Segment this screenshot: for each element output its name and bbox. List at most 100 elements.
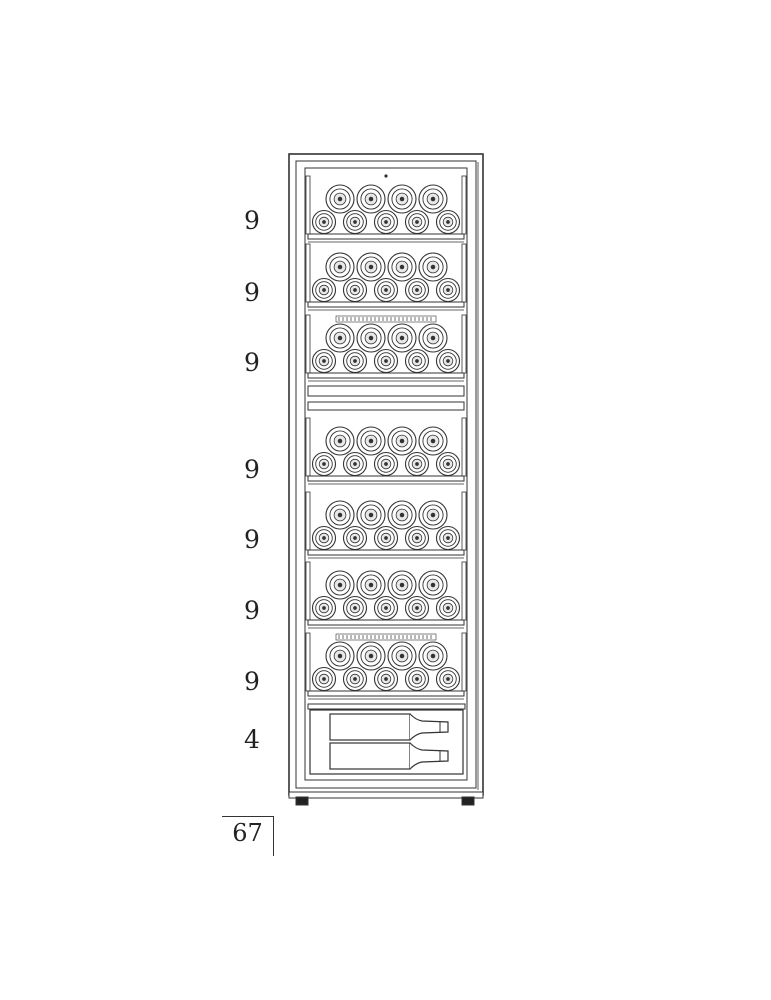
bottle-shoulder-neck: [409, 742, 449, 770]
bottle-body: [329, 713, 411, 741]
bottle-cork: [446, 606, 450, 610]
bottle-end: [418, 252, 448, 282]
bottle-cork: [337, 512, 343, 518]
bottle-cork: [430, 264, 436, 270]
bottle-cork: [368, 653, 374, 659]
bottle-end: [404, 348, 430, 374]
total-capacity-box: 67: [222, 816, 274, 856]
bottle-cork: [353, 677, 357, 681]
bottle-cork: [415, 677, 419, 681]
bottle-end: [435, 525, 461, 551]
bottle-cork: [322, 606, 326, 610]
bottle-end: [418, 184, 448, 214]
bottle-end: [356, 252, 386, 282]
shelf-bracket-right: [461, 417, 467, 477]
shelf-section: [305, 314, 467, 382]
bottle-cork: [430, 438, 436, 444]
bottle-shoulder-neck: [409, 713, 449, 741]
cabinet-door-frame: [295, 160, 477, 789]
shelf-bracket-left: [305, 243, 311, 303]
bottle-cork: [337, 264, 343, 270]
bottle-end: [373, 525, 399, 551]
bottle-cork: [353, 359, 357, 363]
bottle-end: [311, 348, 337, 374]
bottle-end: [342, 277, 368, 303]
bottle-end: [311, 277, 337, 303]
bottle-cork: [399, 653, 405, 659]
bottle-cork: [353, 288, 357, 292]
bottle-cork: [446, 359, 450, 363]
shelf-bracket-left: [305, 491, 311, 551]
bottle-end: [387, 184, 417, 214]
shelf-rail: [307, 233, 465, 240]
shelf-bracket-right: [461, 314, 467, 374]
bottle-end: [325, 184, 355, 214]
bottle-end: [373, 451, 399, 477]
bottle-end: [418, 323, 448, 353]
bottle-cork: [430, 582, 436, 588]
bottle-cork: [399, 335, 405, 341]
bottle-end: [435, 209, 461, 235]
bottle-cork: [415, 462, 419, 466]
bottle-end: [356, 323, 386, 353]
bottle-cork: [415, 359, 419, 363]
bottle-end: [435, 277, 461, 303]
zone-divider-lower: [307, 401, 465, 411]
bottle-cork: [399, 438, 405, 444]
bottle-end: [387, 323, 417, 353]
bottle-end: [373, 595, 399, 621]
bottom-drawer-rail: [307, 703, 466, 710]
bottle-cork: [384, 536, 388, 540]
bottle-end: [404, 525, 430, 551]
bottle-cork: [353, 220, 357, 224]
shelf-rail: [307, 475, 465, 482]
bottle-end: [373, 348, 399, 374]
bottle-cork: [399, 196, 405, 202]
bottle-cork: [415, 288, 419, 292]
bottle-end: [387, 641, 417, 671]
bottle-end: [311, 595, 337, 621]
bottle-cork: [384, 677, 388, 681]
shelf-count-label: 9: [244, 348, 260, 377]
bottle-end: [435, 348, 461, 374]
bottle-end: [311, 666, 337, 692]
cabinet-base: [288, 791, 484, 799]
shelf-count-label: 9: [244, 525, 260, 554]
bottle-end: [404, 666, 430, 692]
bottle-end: [325, 641, 355, 671]
bottle-end: [342, 666, 368, 692]
bottle-side-view: [329, 742, 449, 770]
bottle-end: [435, 595, 461, 621]
bottom-count-label: 4: [244, 725, 260, 754]
bottle-cork: [384, 359, 388, 363]
bottle-end: [325, 252, 355, 282]
bottle-cork: [430, 196, 436, 202]
bottle-end: [325, 500, 355, 530]
bottle-cork: [368, 438, 374, 444]
bottle-end: [325, 323, 355, 353]
shelf-rail: [307, 549, 465, 556]
bottle-cork: [353, 536, 357, 540]
bottle-end: [404, 209, 430, 235]
bottle-cork: [337, 438, 343, 444]
bottle-end: [311, 451, 337, 477]
bottle-cork: [446, 462, 450, 466]
bottle-cork: [446, 288, 450, 292]
bottle-end: [387, 252, 417, 282]
bottle-end: [342, 525, 368, 551]
bottle-end: [342, 209, 368, 235]
bottle-end: [342, 451, 368, 477]
shelf-section: [305, 632, 467, 700]
bottle-cork: [415, 606, 419, 610]
bottle-end: [418, 641, 448, 671]
top-light-dot: [384, 174, 388, 178]
bottle-end: [311, 525, 337, 551]
bottle-end: [387, 570, 417, 600]
bottle-cork: [353, 462, 357, 466]
bottle-end: [404, 451, 430, 477]
shelf-count-label: 9: [244, 667, 260, 696]
shelf-section: [305, 417, 467, 485]
bottle-end: [356, 641, 386, 671]
